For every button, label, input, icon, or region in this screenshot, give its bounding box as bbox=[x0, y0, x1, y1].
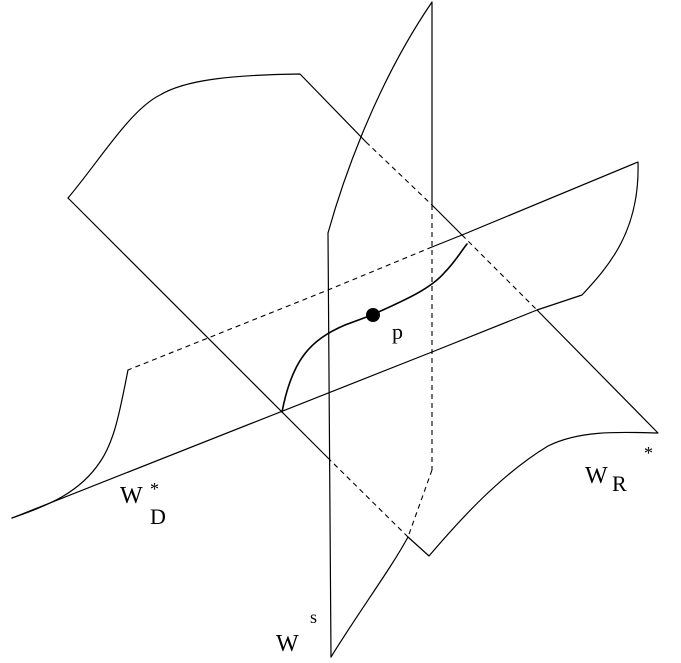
surface-w-r-right-edge bbox=[407, 309, 659, 557]
surface-w-r-hidden-edge-3 bbox=[327, 457, 409, 538]
label-w-d-sup: * bbox=[150, 479, 159, 499]
surface-w-s-bottom-edge bbox=[330, 536, 409, 658]
label-w-d: W * D bbox=[120, 479, 166, 529]
point-p-label: p bbox=[392, 319, 403, 344]
surface-w-d-lower-edge bbox=[11, 351, 433, 519]
label-w-s: W s bbox=[276, 607, 317, 657]
surface-w-s-left-edge bbox=[327, 232, 332, 658]
surface-w-r-left-edge bbox=[67, 197, 329, 459]
surface-w-r-hidden-edge-1 bbox=[365, 141, 433, 206]
label-w-s-base: W bbox=[276, 631, 299, 657]
surface-w-d-upper-edge bbox=[431, 234, 463, 248]
surface-w-d-left-edge bbox=[11, 369, 129, 519]
surface-w-r-upper-edge bbox=[67, 73, 367, 199]
surface-w-s-hidden-bottom-edge bbox=[407, 469, 433, 538]
label-w-r-base: W bbox=[585, 463, 608, 489]
surface-w-r-hidden-edge-2 bbox=[461, 234, 538, 311]
point-p-dot bbox=[366, 308, 380, 322]
surface-w-d-right-edge bbox=[431, 161, 639, 353]
label-w-d-sub: D bbox=[150, 504, 166, 529]
label-w-r: W * R bbox=[585, 443, 653, 496]
label-w-d-base: W bbox=[120, 483, 143, 509]
intersection-curve bbox=[281, 243, 468, 413]
label-w-s-sup: s bbox=[310, 607, 317, 627]
surface-w-s-top-edge bbox=[327, 1, 433, 234]
label-w-r-sup: * bbox=[644, 443, 653, 463]
label-w-r-sub: R bbox=[612, 471, 627, 496]
surface-w-r-mid-edge bbox=[431, 204, 463, 236]
